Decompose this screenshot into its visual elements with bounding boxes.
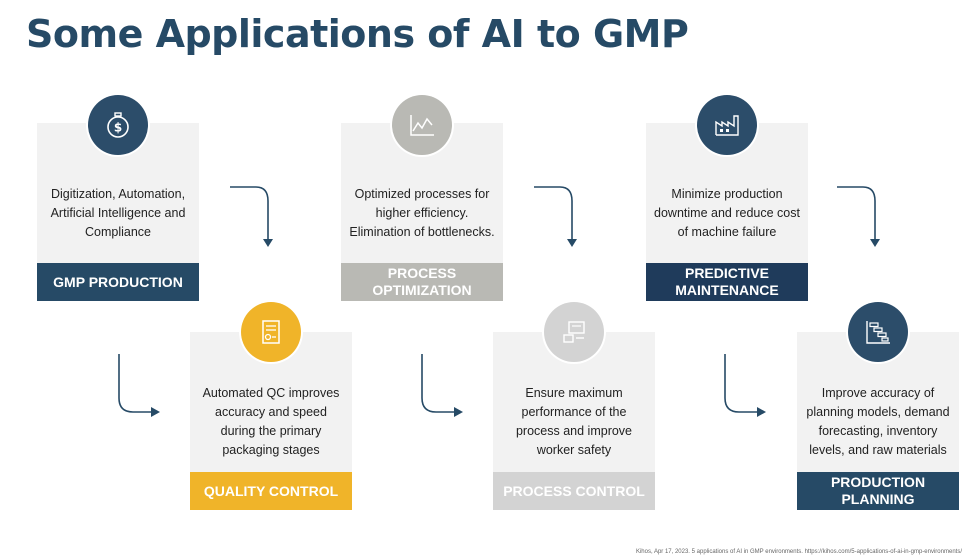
source-citation: Kihos, Apr 17, 2023. 5 applications of A… <box>635 549 962 555</box>
badge <box>846 300 910 364</box>
flow-arrow <box>534 186 577 247</box>
badge <box>390 93 454 157</box>
badge: $ <box>86 93 150 157</box>
control-panel-icon <box>544 302 604 362</box>
svg-text:$: $ <box>114 121 122 135</box>
flow-arrow <box>230 186 273 247</box>
card-description: Automated QC improves accuracy and speed… <box>202 386 340 457</box>
page-title: Some Applications of AI to GMP <box>26 12 689 56</box>
card-description: Improve accuracy of planning models, dem… <box>806 386 950 457</box>
certificate-document-icon <box>241 302 301 362</box>
line-chart-icon <box>392 95 452 155</box>
card-label: GMP PRODUCTION <box>37 263 199 301</box>
factory-icon <box>697 95 757 155</box>
card-label: PREDICTIVE MAINTENANCE <box>646 263 808 301</box>
card-description: Ensure maximum performance of the proces… <box>515 386 633 457</box>
card-label: PRODUCTION PLANNING <box>797 472 959 510</box>
card-description: Digitization, Automation, Artificial Int… <box>50 186 186 239</box>
card-label: PROCESS CONTROL <box>493 472 655 510</box>
badge <box>542 300 606 364</box>
flow-arrow <box>421 354 463 417</box>
card-description: Optimized processes for higher efficienc… <box>349 186 495 239</box>
card-label: PROCESS OPTIMIZATION <box>341 263 503 301</box>
flow-arrow <box>724 354 766 417</box>
card-description: Minimize production downtime and reduce … <box>654 186 800 239</box>
badge <box>695 93 759 157</box>
gantt-chart-icon <box>848 302 908 362</box>
stopwatch-dollar-icon: $ <box>88 95 148 155</box>
badge <box>239 300 303 364</box>
flow-arrow <box>837 186 880 247</box>
flow-arrow <box>118 354 160 417</box>
card-label: QUALITY CONTROL <box>190 472 352 510</box>
